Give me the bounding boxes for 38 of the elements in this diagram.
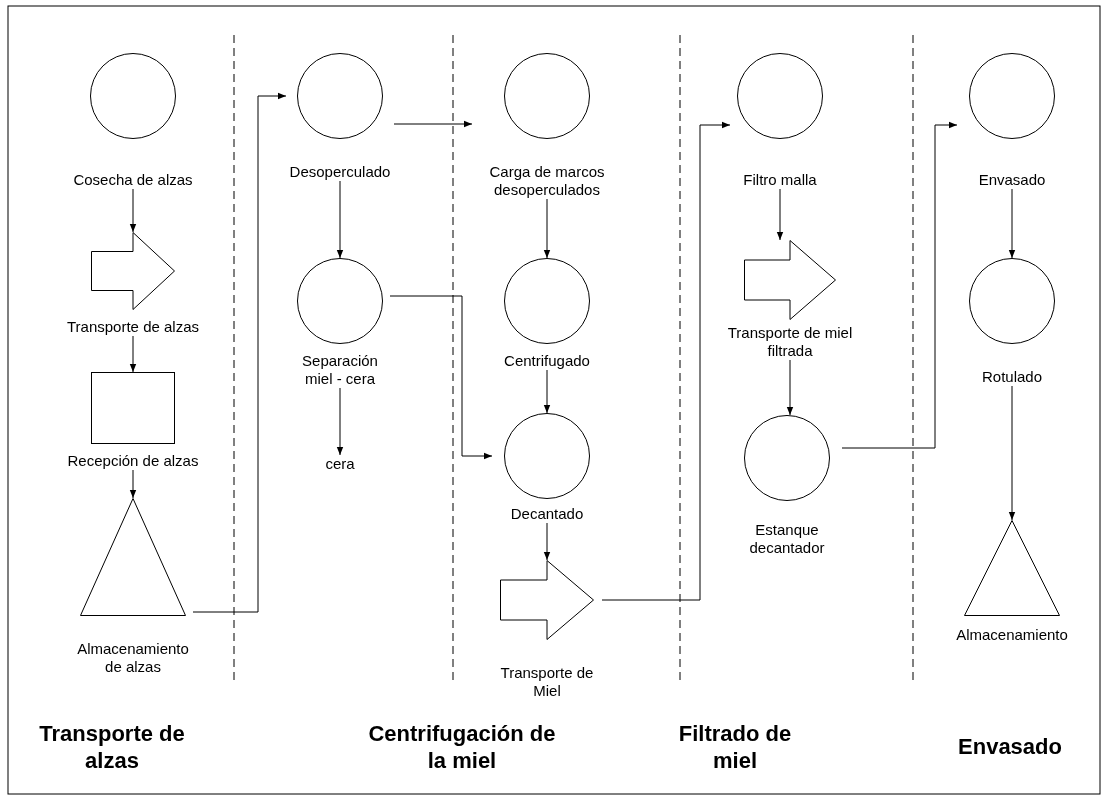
step-label: Estanque decantador xyxy=(748,521,826,557)
step-label: Rotulado xyxy=(980,368,1043,386)
step-label: Almacenamiento xyxy=(955,626,1069,644)
step-label: Separación miel - cera xyxy=(301,352,379,388)
arrow xyxy=(1008,188,1016,259)
arrow xyxy=(129,188,137,233)
output-label: cera xyxy=(324,455,356,473)
arrow xyxy=(776,188,784,241)
step-label: Cosecha de alzas xyxy=(72,171,194,189)
step-label: Recepción de alzas xyxy=(66,452,200,470)
arrow xyxy=(129,469,137,499)
step-label: Centrifugado xyxy=(503,352,591,370)
step-label: Carga de marcos desoperculados xyxy=(488,163,606,199)
step-label: Transporte de miel filtrada xyxy=(726,324,854,360)
arrow xyxy=(601,121,731,601)
lane-title: Centrifugación de la miel xyxy=(367,720,557,774)
lane-title: Filtrado de miel xyxy=(677,720,793,774)
arrow xyxy=(786,359,794,416)
step-label: Transporte de Miel xyxy=(499,664,595,700)
step-label: Desoperculado xyxy=(288,163,392,181)
arrow xyxy=(543,522,551,561)
arrow xyxy=(543,198,551,259)
arrow xyxy=(1008,385,1016,521)
lane-title: Transporte de alzas xyxy=(38,720,186,774)
arrow xyxy=(841,121,958,449)
lane-title: Envasado xyxy=(957,733,1063,760)
arrow xyxy=(129,335,137,373)
step-label: Filtro malla xyxy=(742,171,818,189)
arrow xyxy=(393,120,473,128)
arrow xyxy=(389,295,493,460)
arrow xyxy=(336,387,344,456)
step-label: Decantado xyxy=(509,505,585,523)
step-label: Transporte de alzas xyxy=(66,318,200,336)
arrow xyxy=(192,92,287,613)
arrow xyxy=(336,180,344,259)
step-label: Envasado xyxy=(977,171,1047,189)
arrow xyxy=(543,369,551,414)
step-label: Almacenamiento de alzas xyxy=(76,640,190,676)
